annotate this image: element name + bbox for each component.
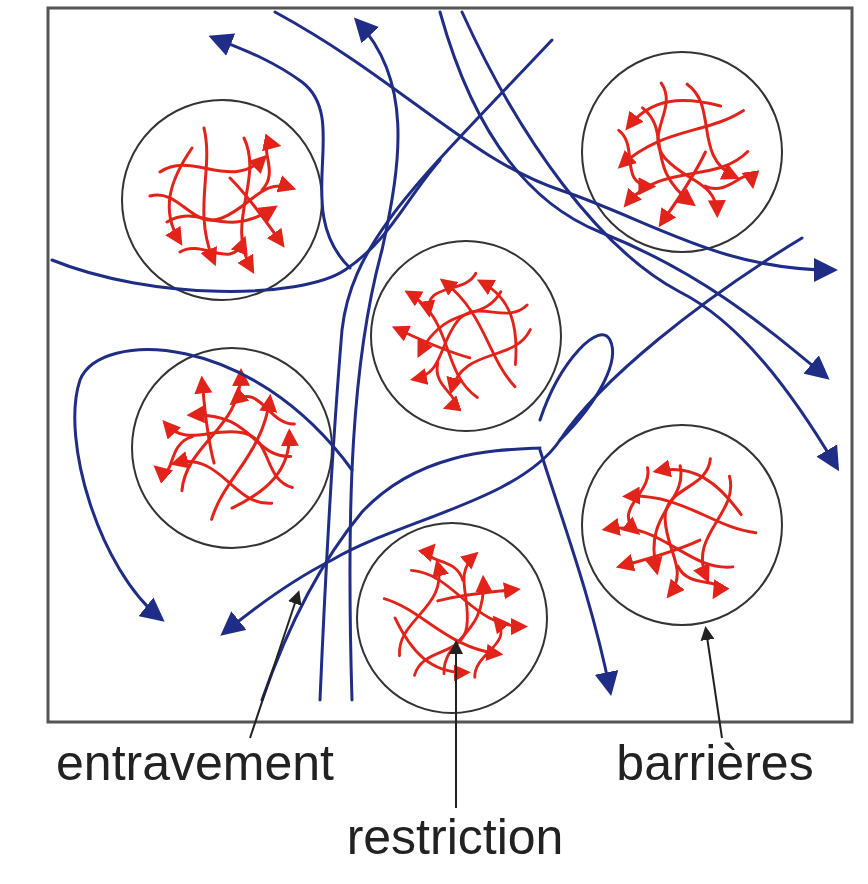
hindered-flow — [52, 12, 836, 700]
pores — [122, 52, 782, 713]
restricted-diffusion — [135, 60, 774, 711]
label-restriction: restriction — [343, 810, 568, 865]
label-entravement: entravement — [52, 736, 338, 791]
label-barrieres: barrières — [612, 736, 817, 791]
frame — [48, 8, 852, 722]
